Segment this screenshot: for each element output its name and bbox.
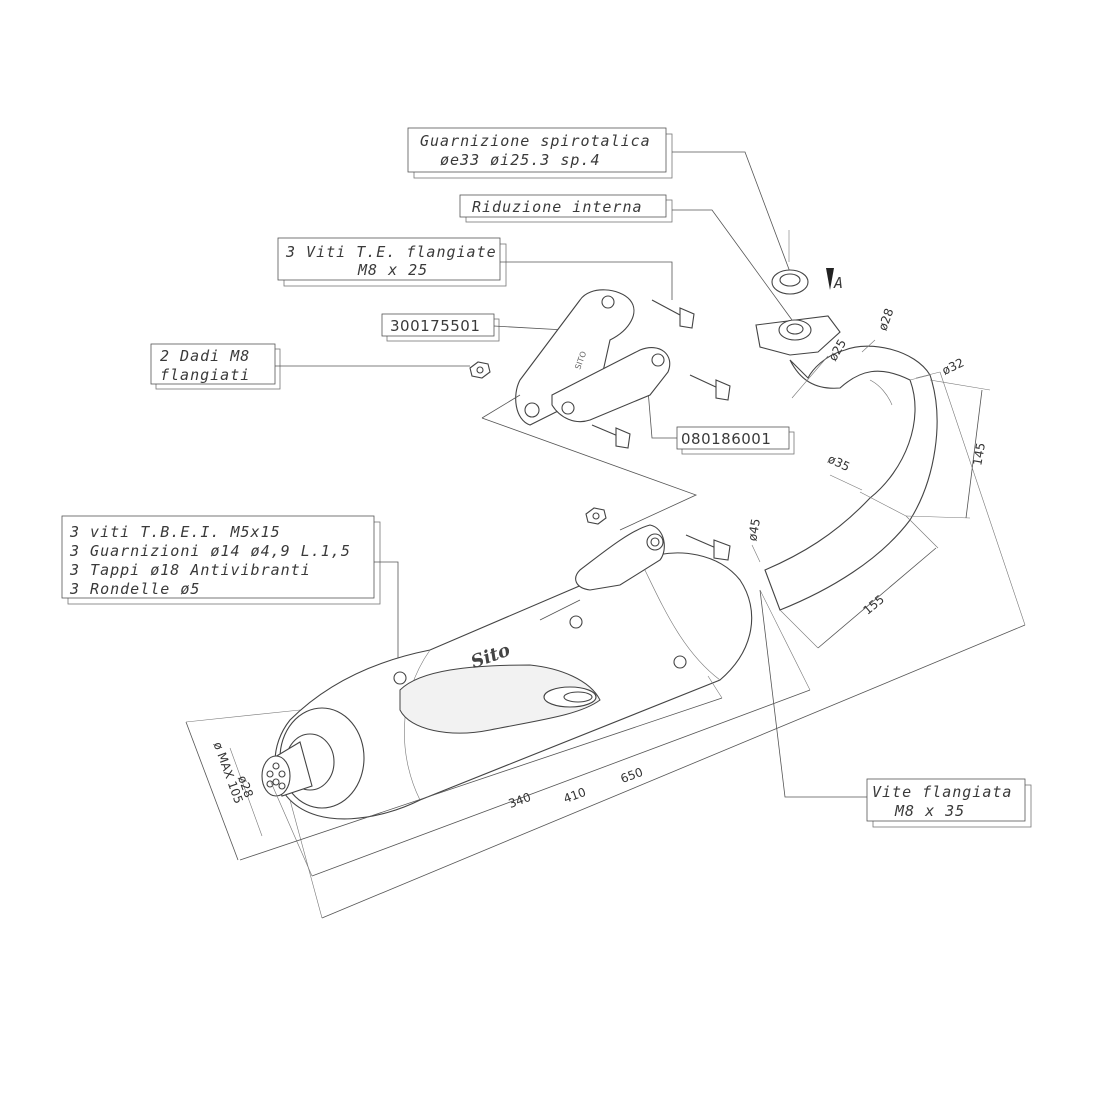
dim-d45: ø45 xyxy=(745,517,763,542)
label-code-bracket-2: 080186001 xyxy=(676,426,795,455)
label-screws-te-line1: 3 Viti T.E. flangiate xyxy=(285,243,497,261)
dim-d35: ø35 xyxy=(826,452,852,474)
label-flange-screw-line1: Vite flangiata xyxy=(872,783,1012,801)
dim-max105: ø MAX 105 xyxy=(211,740,246,806)
label-nuts-line1: 2 Dadi M8 xyxy=(160,347,250,365)
label-reduction: Riduzione interna xyxy=(459,194,673,223)
bracket-080186001 xyxy=(551,347,671,423)
screw-te-1 xyxy=(651,299,695,329)
dim-d32: ø32 xyxy=(940,355,966,377)
dim-145: 145 xyxy=(970,442,988,467)
dim-155: 155 xyxy=(860,592,887,617)
label-flange-screw: Vite flangiata M8 x 35 xyxy=(866,778,1032,828)
frame-bracket xyxy=(481,394,698,621)
label-kit-line4: 3 Rondelle ø5 xyxy=(69,580,200,598)
label-gasket: Guarnizione spirotalica øe33 øi25.3 sp.4 xyxy=(407,127,673,179)
leader-lines xyxy=(275,151,867,798)
spiral-gasket xyxy=(771,230,809,295)
label-gasket-line2: øe33 øi25.3 sp.4 xyxy=(440,151,601,169)
plug-rear xyxy=(393,671,407,685)
view-marker-a: A xyxy=(826,268,844,292)
dimension-lines xyxy=(185,339,1026,919)
label-screws-te-line2: M8 x 25 xyxy=(357,261,428,279)
bracket-300175501: SITO xyxy=(515,289,635,426)
label-kit-line2: 3 Guarnizioni ø14 ø4,9 L.1,5 xyxy=(69,542,351,560)
plug-front xyxy=(673,655,687,669)
code-bracket-1-text: 300175501 xyxy=(390,317,480,335)
plug-top xyxy=(569,615,583,629)
label-screws-te: 3 Viti T.E. flangiate M8 x 25 xyxy=(277,237,507,287)
dim-340: 340 xyxy=(507,790,533,811)
label-code-bracket-1: 300175501 xyxy=(381,313,500,342)
label-kit-line3: 3 Tappi ø18 Antivibranti xyxy=(69,561,311,579)
dim-650: 650 xyxy=(619,765,645,786)
tip-holes xyxy=(266,762,286,790)
label-nuts: 2 Dadi M8 flangiati xyxy=(150,343,281,390)
label-nuts-line2: flangiati xyxy=(160,366,250,384)
dim-d28-top: ø28 xyxy=(876,306,897,332)
label-kit: 3 viti T.B.E.I. M5x15 3 Guarnizioni ø14 … xyxy=(61,515,381,605)
screw-te-3 xyxy=(591,424,631,449)
dim-410: 410 xyxy=(562,785,588,806)
view-marker-letter: A xyxy=(833,274,844,292)
label-kit-line1: 3 viti T.B.E.I. M5x15 xyxy=(69,523,281,541)
label-gasket-line1: Guarnizione spirotalica xyxy=(420,132,651,150)
screw-flange-m8x35 xyxy=(685,534,731,561)
muffler: Sito xyxy=(261,552,753,820)
nut-m8-lower xyxy=(585,507,607,525)
header-pipe xyxy=(755,315,938,611)
nut-m8-upper xyxy=(469,361,491,379)
code-bracket-2-text: 080186001 xyxy=(681,430,771,448)
label-reduction-text: Riduzione interna xyxy=(472,198,643,216)
label-flange-screw-line2: M8 x 35 xyxy=(894,802,965,820)
screw-te-2 xyxy=(689,374,731,401)
